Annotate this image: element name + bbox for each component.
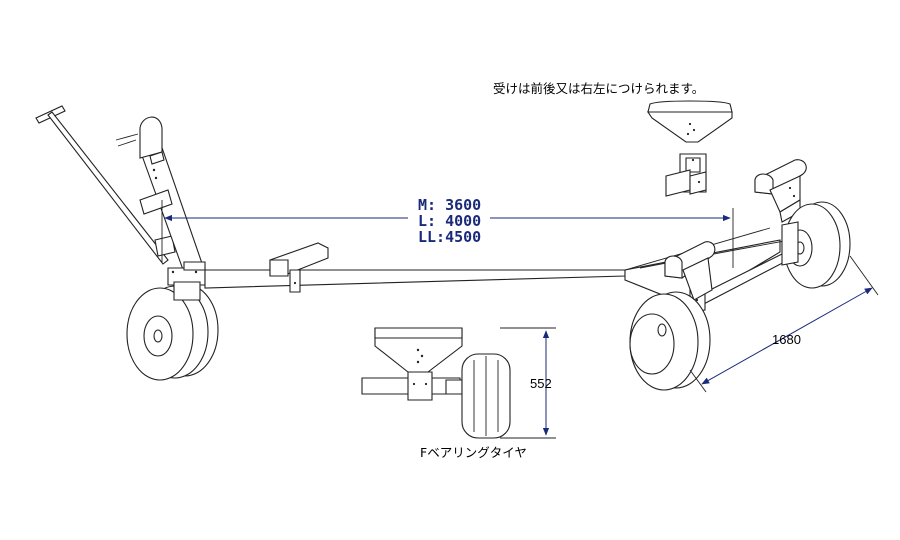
rear-wheel-left [629,291,711,391]
middle-bunk [269,242,329,293]
tow-handle [35,105,176,265]
width-dimension: 1680 [689,255,879,393]
bearing-tire-detail: 552 Fベアリングタイヤ [361,327,556,460]
length-dimension: M: 3600 L: 4000 LL:4500 [161,196,734,268]
length-label-m: M: 3600 [418,196,481,214]
rear-wheel-right [781,201,851,289]
bunk-note: 受けは前後又は右左につけられます。 [493,81,704,96]
main-beam [167,261,626,289]
tire-caption: Fベアリングタイヤ [420,445,527,460]
rear-bunk-right [754,159,807,223]
trailer-main-drawing [35,105,851,391]
winch-post [115,116,206,279]
front-wheel-left [126,281,219,381]
height-label: 552 [530,376,552,391]
length-label-ll: LL:4500 [418,228,481,246]
bunk-mount-detail: 受けは前後又は右左につけられます。 [493,81,733,197]
length-label-l: L: 4000 [418,212,481,230]
width-label: 1680 [772,332,801,347]
